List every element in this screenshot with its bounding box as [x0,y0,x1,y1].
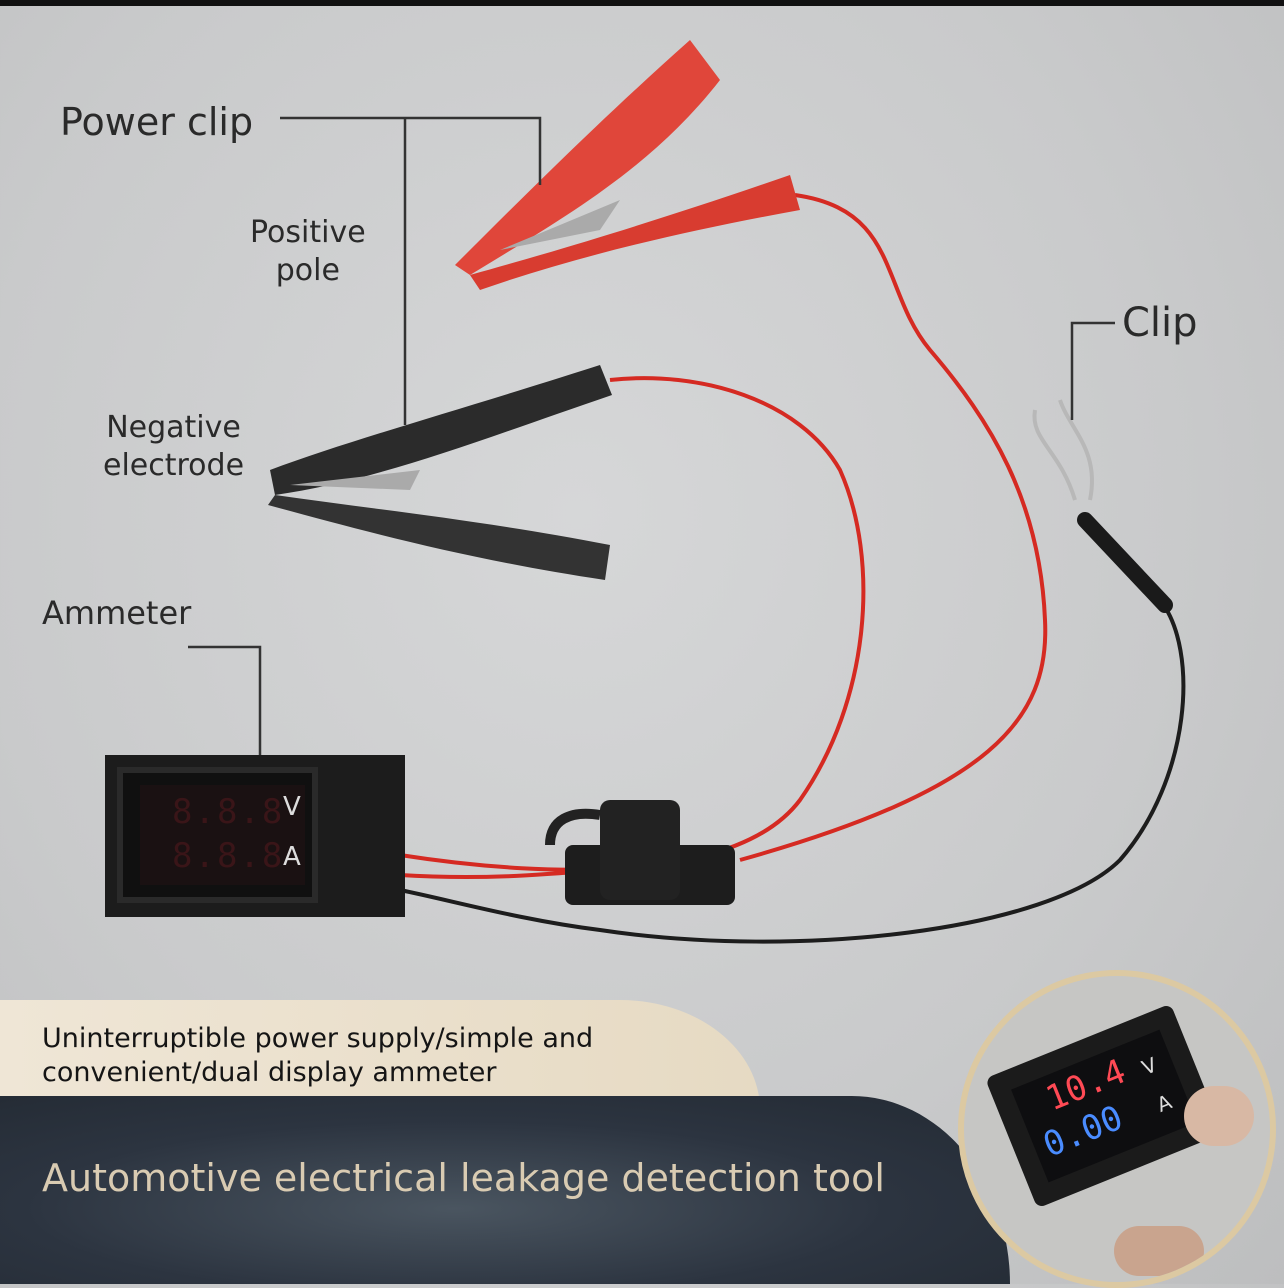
subtitle: Uninterruptible power supply/simple and … [42,1022,593,1090]
subtitle-line2: convenient/dual display ammeter [42,1057,497,1088]
thumb [1114,1226,1204,1276]
red-wire-negative [399,376,866,872]
main-title: Automotive electrical leakage detection … [42,1156,885,1200]
top-border [0,0,1284,6]
finger [1184,1086,1254,1146]
black-wire [399,598,1186,944]
ammeter-device [105,755,405,917]
label-positive-pole: Positive pole [250,214,366,290]
meter-bottom-digits: 8.8.8 [172,836,285,876]
meter-amp-unit: A [283,842,301,872]
inset-meter-closeup: 10.4 0.00 V A [958,970,1276,1288]
probe-wire [1077,512,1173,613]
leader-lines [188,116,1115,800]
label-negative-line2: electrode [103,448,245,483]
subtitle-band [0,1000,760,1110]
subtitle-line1: Uninterruptible power supply/simple and [42,1023,594,1054]
label-positive-line1: Positive [250,215,366,250]
label-positive-line2: pole [275,253,340,288]
title-band [0,1096,1010,1284]
black-negative-clip [268,365,612,580]
red-power-clip [455,40,800,290]
label-negative-electrode: Negative electrode [103,409,244,485]
meter-volt-unit: V [283,792,301,822]
label-clip: Clip [1122,300,1198,346]
label-negative-line1: Negative [106,410,241,445]
red-wire-positive [739,193,1048,862]
label-power-clip: Power clip [60,100,254,144]
meter-top-digits: 8.8.8 [172,792,285,832]
fuse-holder [545,800,735,905]
label-ammeter: Ammeter [42,594,192,632]
probe-pins [1032,399,1094,501]
